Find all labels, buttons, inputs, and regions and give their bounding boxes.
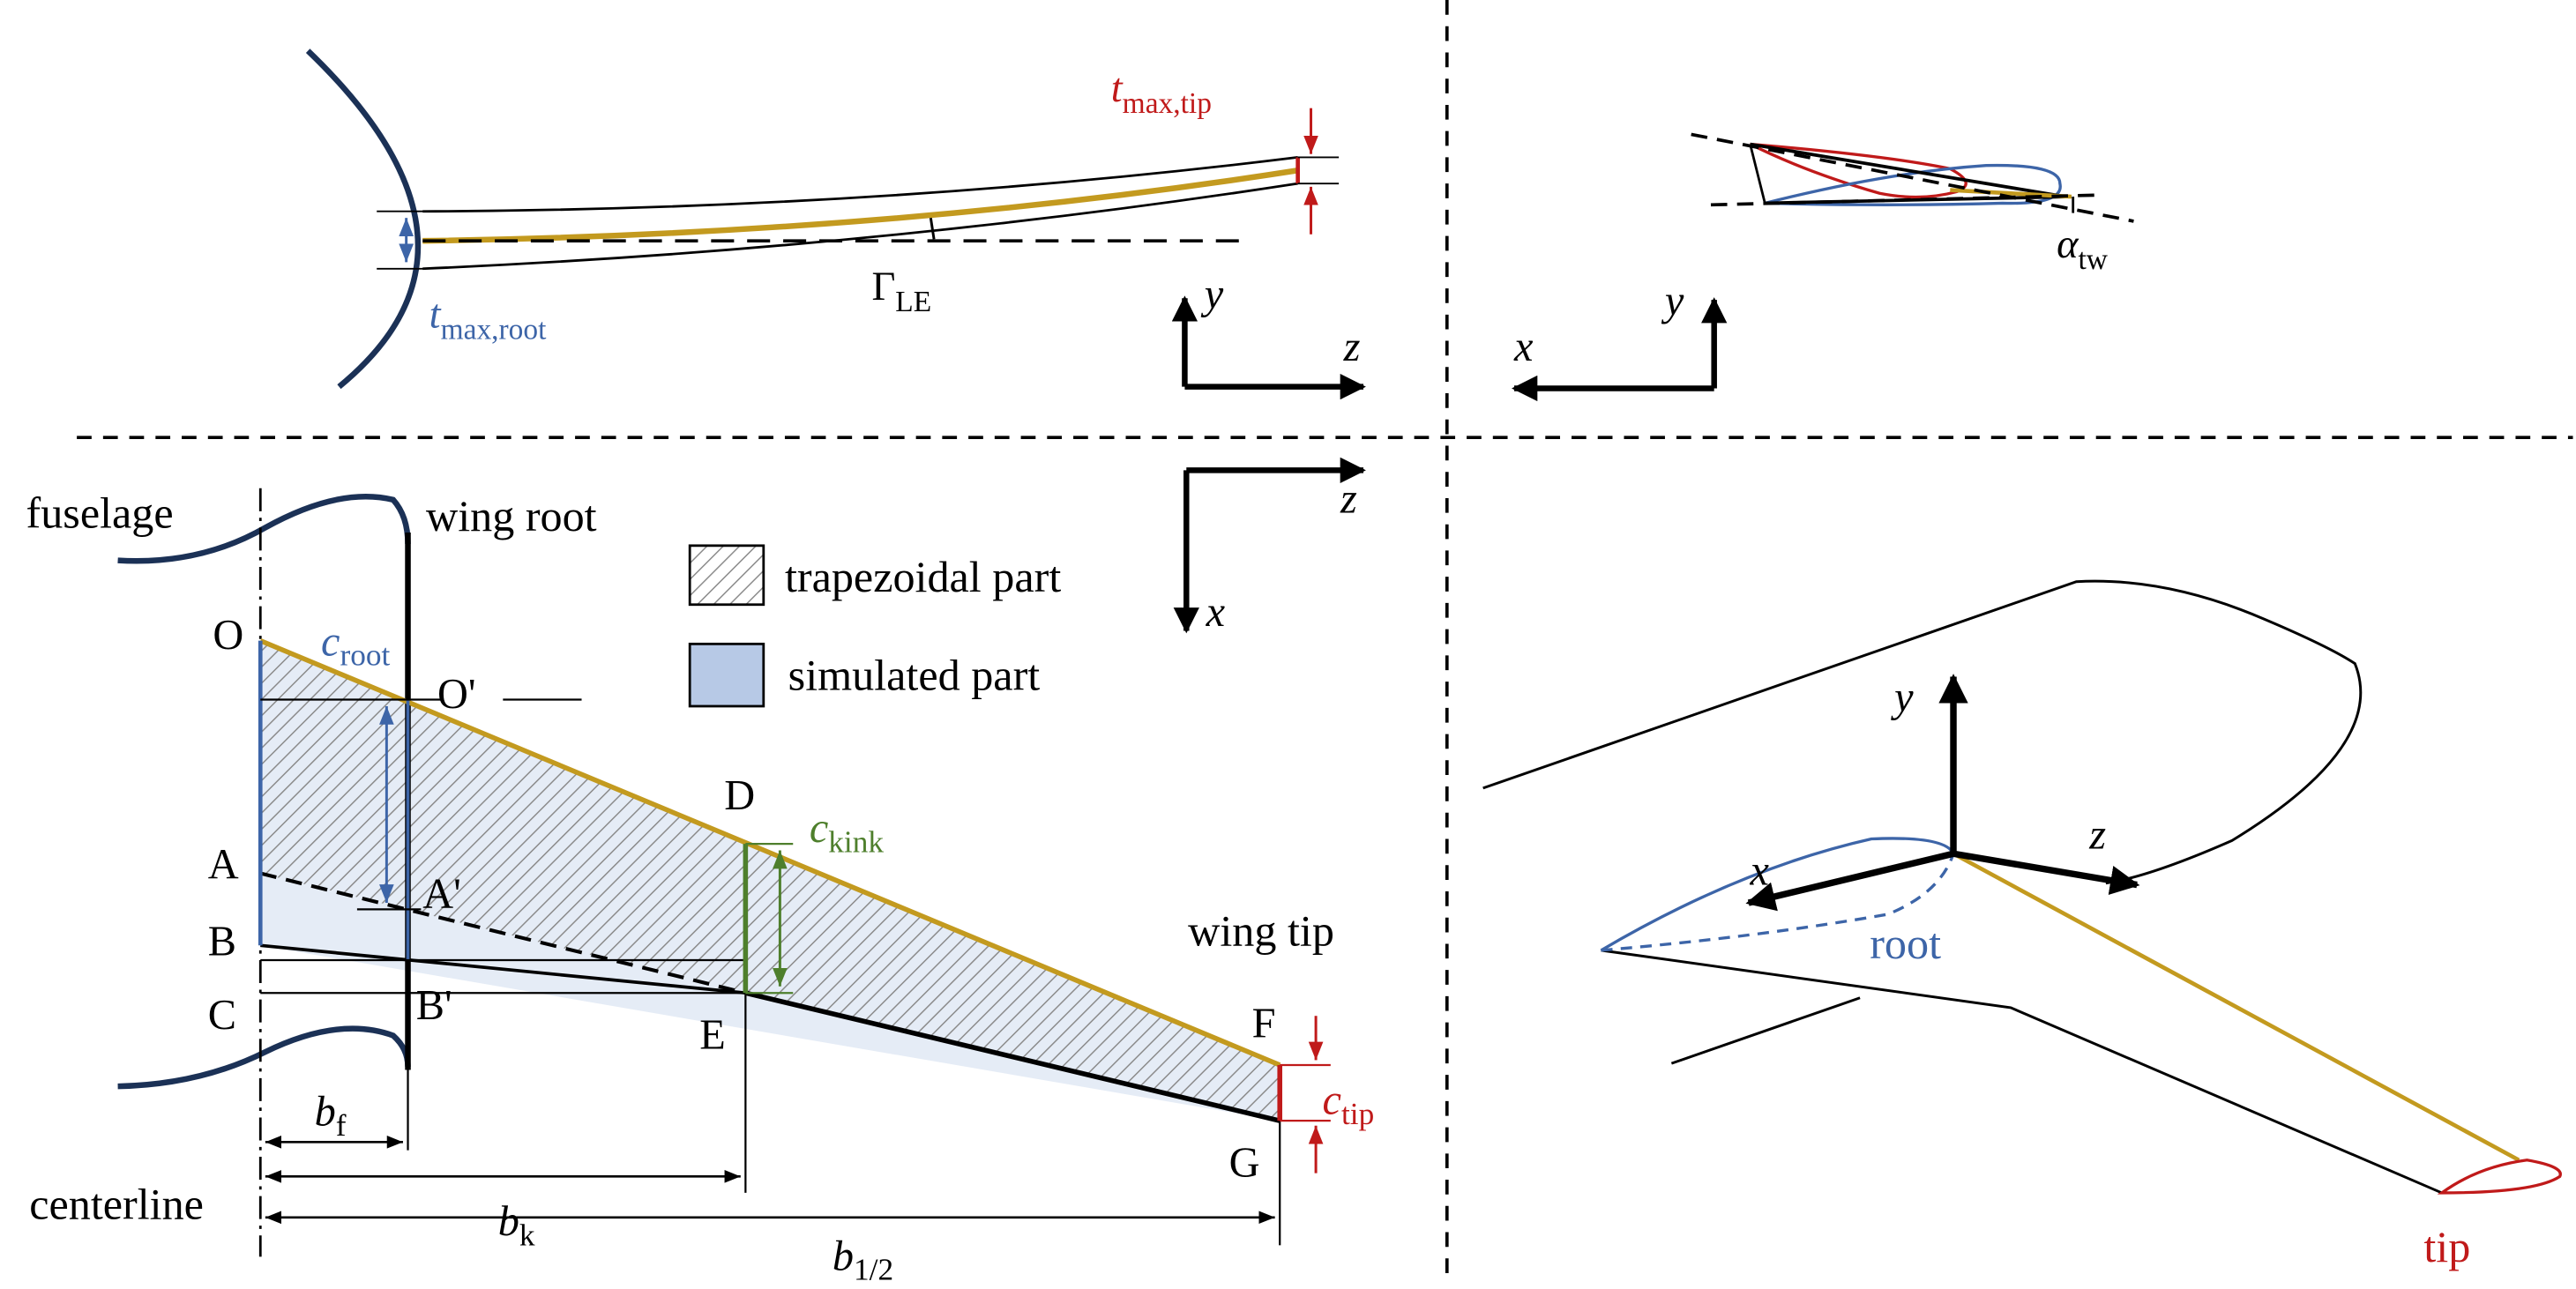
root-airfoil-lower-iso — [1601, 853, 1955, 952]
b-half-label: b1/2 — [833, 1233, 893, 1285]
planform-z-axis-label: z — [1340, 476, 1357, 523]
root-label: root — [1870, 919, 1941, 968]
leading-edge-iso — [1952, 852, 2520, 1162]
point-o: O — [213, 612, 243, 659]
tip-chord-line-side — [1750, 142, 2065, 198]
point-o-prime: O' — [437, 671, 476, 718]
b-f-label: bf — [315, 1089, 347, 1143]
legend-label-simulated: simulated part — [788, 650, 1041, 699]
point-g: G — [1229, 1139, 1260, 1186]
side-x-axis-label: x — [1513, 324, 1534, 370]
side-y-axis-label: y — [1661, 278, 1684, 324]
front-view: tmax,tip tmax,root ΓLE y z — [305, 48, 1366, 400]
planform-axes: z x — [1173, 457, 1366, 636]
trailing-edge-outboard — [744, 990, 1281, 1123]
legend-label-trapezoidal: trapezoidal part — [785, 552, 1061, 601]
iso-z-axis-label: z — [2088, 812, 2106, 859]
legend-swatch-simulated — [688, 642, 765, 708]
iso-x-axis-label: x — [1750, 848, 1770, 895]
point-d: D — [724, 772, 755, 819]
planform-x-axis-label: x — [1206, 589, 1226, 636]
c-root-label: croot — [321, 618, 390, 672]
mean-line-side — [1950, 188, 2072, 199]
root-airfoil-iso — [1600, 837, 1955, 952]
wing-lower-edge — [1601, 949, 2443, 1195]
front-y-axis-label: y — [1200, 271, 1224, 317]
trapezoid-extension-dashed — [259, 871, 746, 995]
side-view: αtw y x — [1512, 132, 2134, 402]
dihedral-angle-mark — [929, 217, 936, 240]
point-c: C — [208, 992, 236, 1039]
wing-upper-surface — [422, 156, 1298, 213]
tip-label: tip — [2423, 1222, 2470, 1271]
iso-y-axis-label: y — [1890, 674, 1914, 721]
point-f: F — [1252, 1000, 1276, 1047]
legend: trapezoidal part simulated part — [688, 544, 1061, 708]
wing-lower-surface — [422, 182, 1298, 271]
fuselage-label: fuselage — [26, 488, 174, 537]
iso-axes: y z x — [1745, 674, 2140, 912]
c-tip-label: ctip — [1323, 1077, 1375, 1131]
root-chord-extension — [1710, 193, 2102, 207]
point-a: A — [208, 841, 239, 888]
front-view-axes: y z — [1171, 271, 1366, 400]
fuselage-lower-line — [1670, 996, 1861, 1065]
side-view-axes: y x — [1512, 278, 1728, 402]
leading-edge — [259, 638, 1281, 1068]
c-kink-label: ckink — [810, 805, 885, 859]
twist-label: αtw — [2057, 222, 2108, 276]
t-max-tip-label: tmax,tip — [1111, 66, 1212, 120]
point-e: E — [699, 1011, 726, 1058]
quadrant-dividers — [77, 0, 2573, 1285]
point-a-prime: A' — [422, 871, 461, 918]
fuselage-body-outline — [1482, 579, 2363, 885]
point-b: B — [208, 918, 236, 965]
trapezoidal-region-hatch — [260, 640, 1281, 1121]
legend-swatch-trapezoidal — [688, 544, 765, 607]
root-leading-edge-link — [1749, 144, 1766, 204]
dihedral-label: ΓLE — [871, 265, 931, 318]
trailing-edge-inboard — [260, 943, 746, 995]
wing-mean-line — [422, 168, 1299, 244]
wing-tip-label: wing tip — [1188, 905, 1334, 955]
tip-chord-extension — [1691, 132, 2134, 223]
centerline-label: centerline — [29, 1180, 204, 1229]
tip-airfoil-iso — [2437, 1159, 2562, 1195]
t-max-root-label: tmax,root — [429, 293, 547, 346]
planform-view: fuselage wing root wing tip centerline O… — [26, 457, 1375, 1286]
fuselage-upper-contour — [117, 493, 411, 564]
wing-root-label: wing root — [426, 491, 597, 540]
front-z-axis-label: z — [1343, 324, 1361, 370]
fuselage-lower-contour — [117, 1025, 411, 1090]
isometric-view: y z x root tip — [1482, 579, 2562, 1271]
point-b-prime: B' — [416, 982, 452, 1029]
b-k-label: bk — [498, 1198, 535, 1252]
fuselage-section-arc — [305, 48, 422, 390]
